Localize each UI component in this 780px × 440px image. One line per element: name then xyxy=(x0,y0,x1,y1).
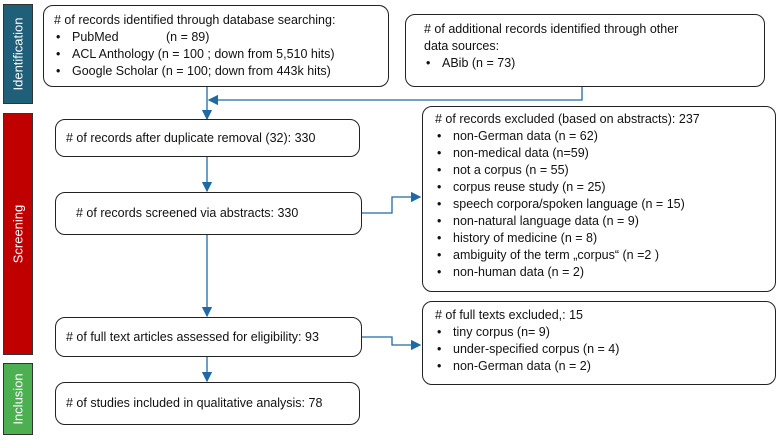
list-item: ABib (n = 73) xyxy=(424,55,756,72)
db-search-title: # of records identified through database… xyxy=(54,13,336,27)
list-item: history of medicine (n = 8) xyxy=(435,230,767,247)
list-item: corpus reuse study (n = 25) xyxy=(435,179,767,196)
list-item: non-natural language data (n = 9) xyxy=(435,213,767,230)
excluded-fulltext-title: # of full texts excluded,: 15 xyxy=(435,308,584,322)
excluded-abstracts-title: # of records excluded (based on abstract… xyxy=(435,112,700,126)
included-box: # of studies included in qualitative ana… xyxy=(55,382,360,425)
phase-inclusion: Inclusion xyxy=(3,363,33,435)
list-item: PubMed(n = 89) xyxy=(54,29,380,46)
other-sources-title-1: # of additional records identified throu… xyxy=(424,22,679,36)
fulltext-box: # of full text articles assessed for eli… xyxy=(55,317,362,357)
list-item: ambiguity of the term „corpus“ (n =2 ) xyxy=(435,247,767,264)
list-item: not a corpus (n = 55) xyxy=(435,162,767,179)
list-item: non-German data (n = 62) xyxy=(435,128,767,145)
phase-identification: Identification xyxy=(3,4,33,104)
list-item: speech corpora/spoken language (n = 15) xyxy=(435,196,767,213)
arrow-fulltext-to-excluded xyxy=(362,336,422,351)
list-item: under-specified corpus (n = 4) xyxy=(435,341,767,358)
other-sources-title-2: data sources: xyxy=(424,39,500,53)
screened-text: # of records screened via abstracts: 330 xyxy=(76,206,299,220)
screened-box: # of records screened via abstracts: 330 xyxy=(55,192,362,235)
other-sources-box: # of additional records identified throu… xyxy=(405,14,765,87)
dedup-box: # of records after duplicate removal (32… xyxy=(55,119,360,157)
list-item: ACL Anthology (n = 100 ; down from 5,510… xyxy=(54,46,380,63)
arrow-screened-to-excluded xyxy=(362,191,422,214)
excluded-fulltext-box: # of full texts excluded,: 15 tiny corpu… xyxy=(422,301,776,385)
dedup-text: # of records after duplicate removal (32… xyxy=(66,130,316,145)
list-item: Google Scholar (n = 100; down from 443k … xyxy=(54,63,380,80)
list-item: non-human data (n = 2) xyxy=(435,264,767,281)
arrow-other-merge xyxy=(207,87,583,106)
list-item: non-medical data (n=59) xyxy=(435,145,767,162)
fulltext-text: # of full text articles assessed for eli… xyxy=(66,329,319,344)
included-text: # of studies included in qualitative ana… xyxy=(66,396,323,410)
list-item: tiny corpus (n= 9) xyxy=(435,324,767,341)
excluded-abstracts-box: # of records excluded (based on abstract… xyxy=(422,106,776,292)
db-search-box: # of records identified through database… xyxy=(43,5,389,87)
list-item: non-German data (n = 2) xyxy=(435,358,767,375)
phase-screening: Screening xyxy=(3,113,33,355)
